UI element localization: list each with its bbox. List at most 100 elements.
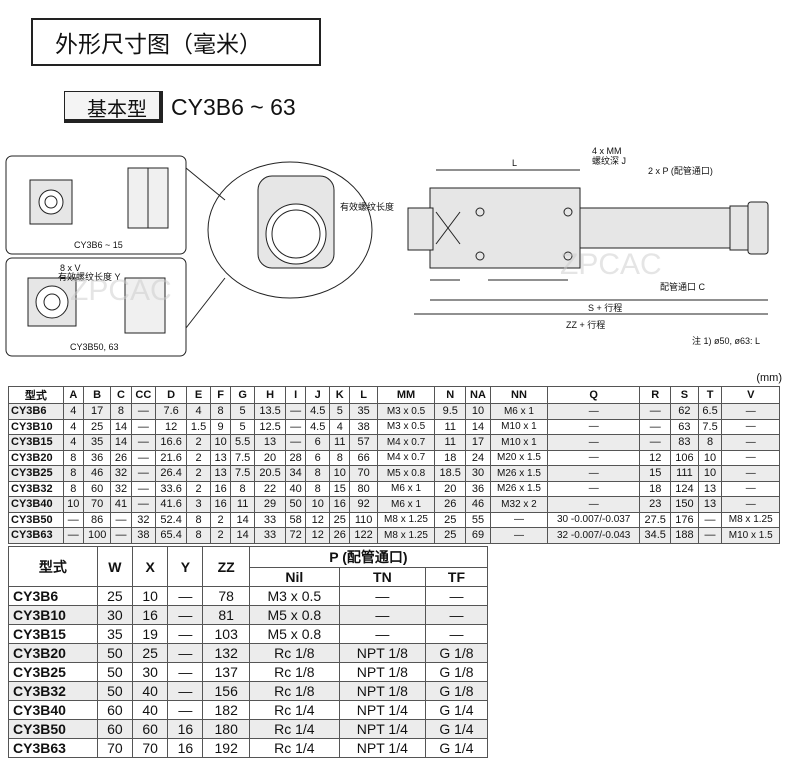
table1-cell: 1.5 [186,418,211,435]
table1-cell: 22 [254,480,287,497]
mm-note: 4 x MM [592,146,622,156]
table1-col-15: N [434,386,467,404]
table1-cell: 69 [465,527,491,544]
table2-cell: M5 x 0.8 [248,624,340,644]
table1-cell: M5 x 0.8 [376,465,436,482]
table1-cell: M10 x 1.5 [721,527,780,544]
table1-cell: 58 [285,511,307,528]
table1-cell: 86 [82,511,112,528]
table2-cell: 182 [202,700,250,720]
table1-cell: 12.5 [254,418,287,435]
table2-cell: 25 [132,643,169,663]
table1-cell: 32 [110,465,132,482]
table1-cell: — [547,403,641,420]
table1-cell: 83 [670,434,699,451]
l-label: L [512,158,517,168]
table1-col-8: G [230,386,256,404]
table2-cell: 78 [202,586,250,606]
table1-cell: — [130,480,157,497]
table1-cell: 57 [349,434,378,451]
table2-cell: — [167,624,204,644]
table1-cell: 8 [186,527,211,544]
table1-cell: 2 [186,465,211,482]
table1-cell: — [547,465,641,482]
table1-cell: 27.5 [639,511,672,528]
table1-col-4: CC [130,386,157,404]
table1-cell: 20 [254,449,287,466]
table1-cell: 7.5 [230,465,256,482]
table1-cell: 6 [305,449,331,466]
table2-cell: 70 [96,738,134,758]
table1-cell: 18.5 [434,465,467,482]
table2-cell: 25 [96,586,134,606]
table2-cell: 192 [202,738,250,758]
table1-cell: 7.5 [697,418,723,435]
table1-cell: 5.5 [230,434,256,451]
table1-cell: CY3B40 [8,496,64,513]
table1-cell: 26 [110,449,132,466]
table1-cell: 2 [186,434,211,451]
table1-col-19: R [639,386,672,404]
table1-col-10: I [285,386,307,404]
table1-cell: 14 [110,418,132,435]
table1-cell: 13.5 [254,403,287,420]
table2-cell: Rc 1/8 [248,681,340,701]
table2-cell: 137 [202,662,250,682]
table1-cell: 16.6 [155,434,188,451]
table2-cell: 16 [132,605,169,625]
table1-cell: 2 [186,449,211,466]
table1-cell: — [721,434,780,451]
table1-cell: 4 [62,434,84,451]
table1-cell: 52.4 [155,511,188,528]
table2-cell: Rc 1/8 [248,662,340,682]
table1-col-0: 型式 [8,386,64,404]
table1-cell: 4 [329,418,351,435]
table1-cell: 16 [209,496,232,513]
table1-cell: — [489,527,549,544]
table2-cell: 40 [132,681,169,701]
table2-cell: G 1/4 [424,719,489,739]
table2-cell: 60 [96,719,134,739]
table1-cell: 8 [62,449,84,466]
table1-cell: M20 x 1.5 [489,449,549,466]
table2-cell: Rc 1/4 [248,719,340,739]
table2-cell: Rc 1/4 [248,738,340,758]
table2-cell: 180 [202,719,250,739]
section-label: 基本型 [64,91,159,123]
table1-cell: M10 x 1 [489,418,549,435]
table2-cell: CY3B6 [8,586,98,606]
table1-cell: 25 [434,511,467,528]
table1-cell: 15 [639,465,672,482]
table1-col-21: T [697,386,723,404]
table1-cell: 80 [349,480,378,497]
table2-cell: NPT 1/8 [338,662,426,682]
table1-cell: — [721,403,780,420]
table1-cell: 30 [465,465,491,482]
ports-note: 2 x P (配管通口) [648,165,713,176]
mm-note2: 螺纹深 J [592,155,626,166]
table1-col-1: A [62,386,84,404]
table1-cell: M4 x 0.7 [376,434,436,451]
table2-cell: CY3B20 [8,643,98,663]
table1-cell: 2 [209,511,232,528]
table1-cell: — [547,434,641,451]
table1-cell: — [130,434,157,451]
table1-cell: 16 [209,480,232,497]
page-title: 外形尺寸图（毫米） [31,18,321,66]
table1-cell: 18 [434,449,467,466]
table2-cell: CY3B10 [8,605,98,625]
table1-cell: 41.6 [155,496,188,513]
table1-cell: M32 x 2 [489,496,549,513]
table2-cell: CY3B40 [8,700,98,720]
table2-cell: 132 [202,643,250,663]
table1-cell: — [285,403,307,420]
table2-cell: NPT 1/4 [338,719,426,739]
table1-cell: 20.5 [254,465,287,482]
table1-cell: — [721,418,780,435]
table1-cell: M10 x 1 [489,434,549,451]
table2-cell: 19 [132,624,169,644]
